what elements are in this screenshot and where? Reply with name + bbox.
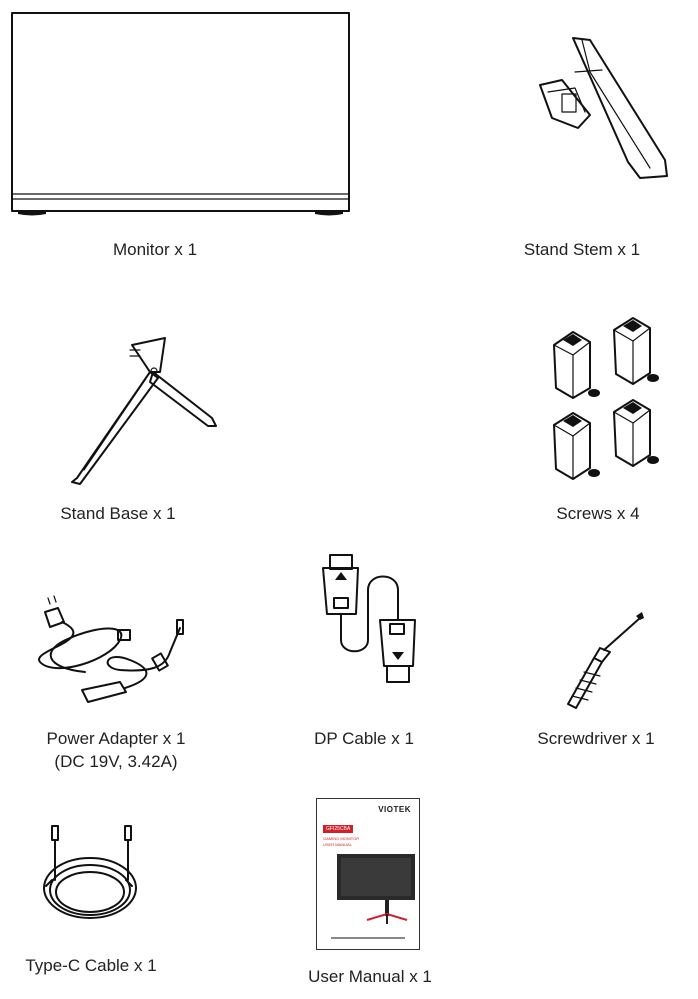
manual-monitor-image [337, 854, 415, 924]
manual-line2: USER MANUAL [323, 842, 352, 847]
manual-brand: VIOTEK [378, 805, 411, 814]
stand-base-label: Stand Base x 1 [60, 504, 176, 523]
type-c-cable-illustration [43, 825, 137, 919]
screwdriver-illustration [567, 612, 644, 709]
screw-2 [613, 317, 659, 385]
power-adapter-illustration [38, 595, 184, 703]
stand-stem-label: Stand Stem x 1 [523, 240, 641, 259]
user-manual-cover: VIOTEK GFI25CBA GAMING MONITOR USER MANU… [316, 798, 420, 950]
screw-4 [613, 399, 659, 467]
stand-stem-illustration [539, 37, 668, 179]
screws-illustration [553, 317, 659, 480]
screw-3 [553, 412, 600, 480]
dp-cable-illustration [322, 554, 416, 683]
screw-1 [553, 331, 600, 399]
manual-fineprint [331, 937, 405, 939]
monitor-label: Monitor x 1 [112, 240, 198, 259]
manual-model-badge: GFI25CBA [323, 825, 354, 833]
dp-cable-label: DP Cable x 1 [314, 729, 414, 748]
screws-label: Screws x 4 [556, 504, 640, 523]
user-manual-label: User Manual x 1 [308, 967, 432, 986]
stand-base-illustration [71, 337, 217, 485]
power-adapter-label: Power Adapter x 1 [46, 729, 186, 748]
manual-line1: GAMING MONITOR [323, 836, 360, 841]
monitor-illustration [11, 12, 350, 216]
screwdriver-label: Screwdriver x 1 [537, 729, 655, 748]
power-adapter-sublabel: (DC 19V, 3.42A) [54, 752, 178, 771]
type-c-cable-label: Type-C Cable x 1 [25, 956, 157, 975]
